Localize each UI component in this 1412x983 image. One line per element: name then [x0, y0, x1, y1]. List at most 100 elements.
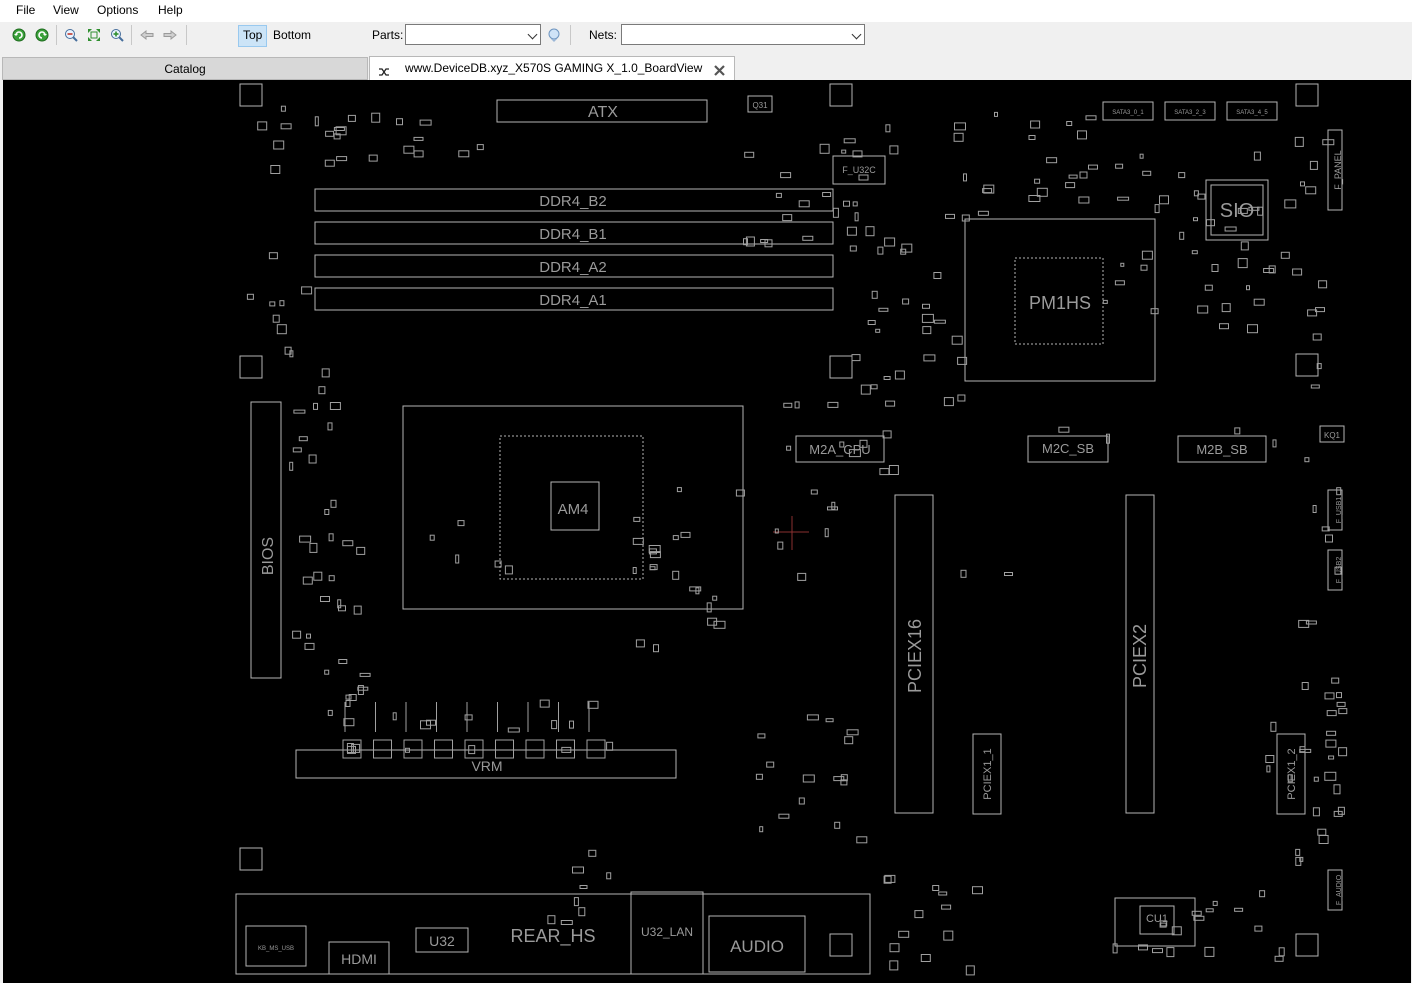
component-pad: [455, 554, 460, 564]
component-pad: [1331, 677, 1340, 684]
kq1: [1319, 425, 1345, 443]
component-pad: [954, 122, 966, 131]
component-pad: [1150, 308, 1159, 315]
menu-file[interactable]: File: [16, 3, 36, 17]
component-pad: [1197, 193, 1206, 200]
mounting-hole-1: [239, 83, 263, 107]
component-pad: [879, 468, 890, 476]
component-pad: [983, 184, 995, 194]
atx-connector: [496, 99, 708, 123]
component-pad: [1268, 265, 1276, 274]
menu-options[interactable]: Options: [97, 3, 139, 17]
cpu-socket: [402, 405, 744, 610]
component-pad: [324, 669, 330, 675]
zoom-in-icon[interactable]: [108, 26, 126, 44]
zoom-out-icon[interactable]: [62, 26, 80, 44]
component-pad: [1274, 955, 1284, 962]
mounting-hole-3: [1295, 83, 1319, 107]
back-arrow-icon[interactable]: [138, 26, 156, 44]
component-pad: [1263, 268, 1275, 273]
component-pad: [1280, 251, 1290, 259]
component-pad: [1284, 199, 1297, 209]
nets-combobox[interactable]: [621, 24, 865, 45]
component-pad: [420, 720, 431, 730]
component-pad: [329, 402, 341, 410]
component-pad: [1234, 907, 1244, 912]
board-drawing[interactable]: ATX DDR4_B2 DDR4_B1 DDR4_A2 DDR4_A1 SIO …: [3, 80, 1411, 983]
parts-combobox[interactable]: [405, 24, 541, 45]
component-pad: [972, 886, 983, 895]
forward-arrow-icon[interactable]: [161, 26, 179, 44]
component-pad: [1106, 433, 1110, 444]
m2c-sb-label: M2C_SB: [1042, 441, 1094, 456]
rotate-right-icon[interactable]: [33, 26, 51, 44]
component-pad: [825, 718, 834, 723]
component-pad: [1204, 946, 1215, 957]
component-pad: [783, 402, 793, 408]
component-pad: [848, 449, 861, 458]
mounting-hole-7: [239, 847, 263, 871]
component-pad: [982, 188, 993, 194]
component-pad: [1140, 264, 1148, 271]
component-pad: [1085, 115, 1097, 121]
component-pad: [336, 156, 348, 162]
component-pad: [306, 633, 311, 639]
component-pad: [324, 509, 330, 515]
component-pad: [755, 773, 763, 780]
rotate-left-icon[interactable]: [10, 26, 28, 44]
component-pad: [757, 733, 766, 739]
component-pad: [902, 298, 910, 305]
component-pad: [933, 319, 946, 324]
search-icon[interactable]: [545, 26, 563, 44]
component-pad: [1318, 280, 1328, 289]
top-side-button[interactable]: Top: [238, 25, 268, 47]
sata-4-5-port: [1226, 101, 1278, 121]
component-pad: [943, 930, 954, 941]
m2b-sb-label: M2B_SB: [1196, 442, 1247, 457]
ddr4-a2-label: DDR4_A2: [539, 259, 607, 276]
u32-label: U32: [429, 933, 455, 949]
component-pad: [573, 897, 579, 907]
component-pad: [794, 401, 800, 409]
close-icon[interactable]: [713, 62, 726, 85]
component-pad: [1312, 807, 1320, 817]
component-pad: [413, 150, 424, 158]
component-pad: [337, 599, 342, 609]
pciex16-slot: [894, 494, 934, 814]
component-pad: [1237, 258, 1248, 269]
component-pad: [1206, 219, 1215, 227]
component-pad: [304, 642, 315, 650]
tab-catalog[interactable]: Catalog: [2, 57, 368, 80]
component-pad: [321, 368, 330, 378]
zoom-fit-icon[interactable]: [85, 26, 103, 44]
component-pad: [1301, 682, 1309, 690]
component-pad: [357, 685, 364, 695]
component-pad: [1138, 944, 1148, 951]
component-pad: [1112, 943, 1118, 954]
component-pad: [1270, 721, 1277, 732]
component-pad: [1309, 160, 1318, 170]
component-pad: [778, 813, 790, 819]
menu-help[interactable]: Help: [158, 3, 183, 17]
component-pad: [635, 639, 645, 648]
component-pad: [840, 774, 848, 782]
component-pad: [1325, 534, 1333, 543]
component-pad: [1321, 526, 1330, 532]
board-canvas[interactable]: ATX DDR4_B2 DDR4_B1 DDR4_A2 DDR4_A1 SIO …: [3, 80, 1411, 983]
component-pad: [308, 454, 317, 464]
audio-port: [708, 915, 806, 973]
component-pad: [831, 501, 836, 510]
menu-view[interactable]: View: [53, 3, 79, 17]
tab-boardview[interactable]: www.DeviceDB.xyz_X570S GAMING X_1.0_Boar…: [369, 56, 735, 80]
component-pad: [429, 534, 435, 541]
bottom-side-button[interactable]: Bottom: [273, 28, 312, 42]
component-pad: [1077, 130, 1087, 140]
component-pad: [1253, 151, 1261, 161]
component-pad: [827, 506, 838, 511]
component-pad: [1212, 900, 1218, 906]
kb-ms-usb-port: [245, 925, 307, 967]
component-pad: [1088, 164, 1098, 170]
component-pad: [846, 226, 857, 236]
component-pad: [1253, 298, 1265, 306]
component-pad: [1142, 170, 1152, 176]
